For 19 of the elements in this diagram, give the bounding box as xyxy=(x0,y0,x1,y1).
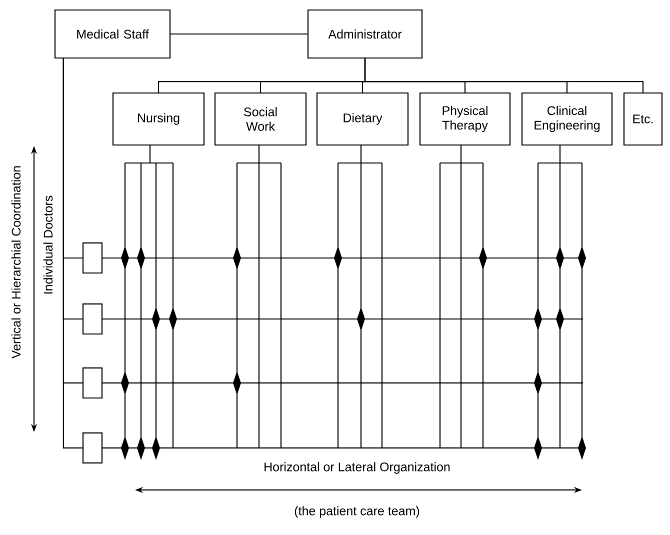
department-box: Medical Staff xyxy=(54,9,171,59)
axis-label: (the patient care team) xyxy=(294,506,420,518)
axis-label: Vertical or Hierarchial Coordination xyxy=(11,166,21,358)
doctor-box xyxy=(82,367,103,399)
doctor-box xyxy=(82,242,103,274)
connector-line xyxy=(170,33,308,35)
connector-line xyxy=(364,58,644,92)
department-box: Dietary xyxy=(316,92,409,146)
department-box: Etc. xyxy=(623,92,663,146)
department-box: Social Work xyxy=(214,92,307,146)
department-box: Administrator xyxy=(307,9,423,59)
axis-label: Horizontal or Lateral Organization xyxy=(264,462,450,474)
axis-label: Individual Doctors xyxy=(43,196,53,294)
department-box: Clinical Engineering xyxy=(521,92,613,146)
department-box: Nursing xyxy=(112,92,205,146)
doctor-box xyxy=(82,432,103,464)
department-box: Physical Therapy xyxy=(419,92,511,146)
connector-line xyxy=(62,58,82,449)
doctor-box xyxy=(82,303,103,335)
